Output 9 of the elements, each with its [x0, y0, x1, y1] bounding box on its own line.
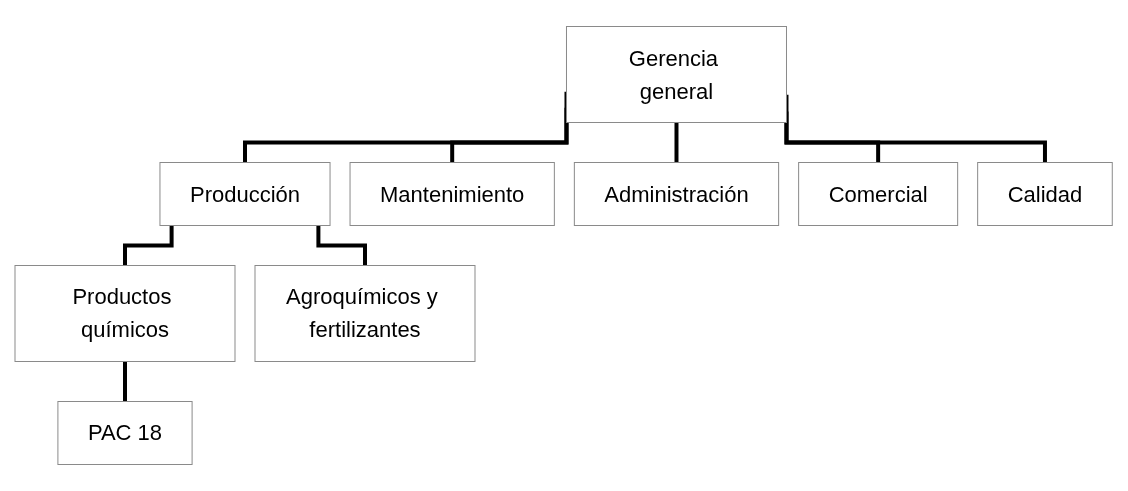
node-box: Producción	[159, 162, 331, 226]
node-box: Administración	[574, 162, 780, 226]
node-box: Comercial	[798, 162, 959, 226]
node-box: Calidad	[977, 162, 1114, 226]
node-box: Gerencia general	[566, 26, 788, 123]
node-box: Productos químicos	[14, 265, 236, 362]
node-box: Agroquímicos y fertilizantes	[254, 265, 476, 362]
node-box: Mantenimiento	[349, 162, 556, 226]
node-box: PAC 18	[57, 401, 193, 465]
